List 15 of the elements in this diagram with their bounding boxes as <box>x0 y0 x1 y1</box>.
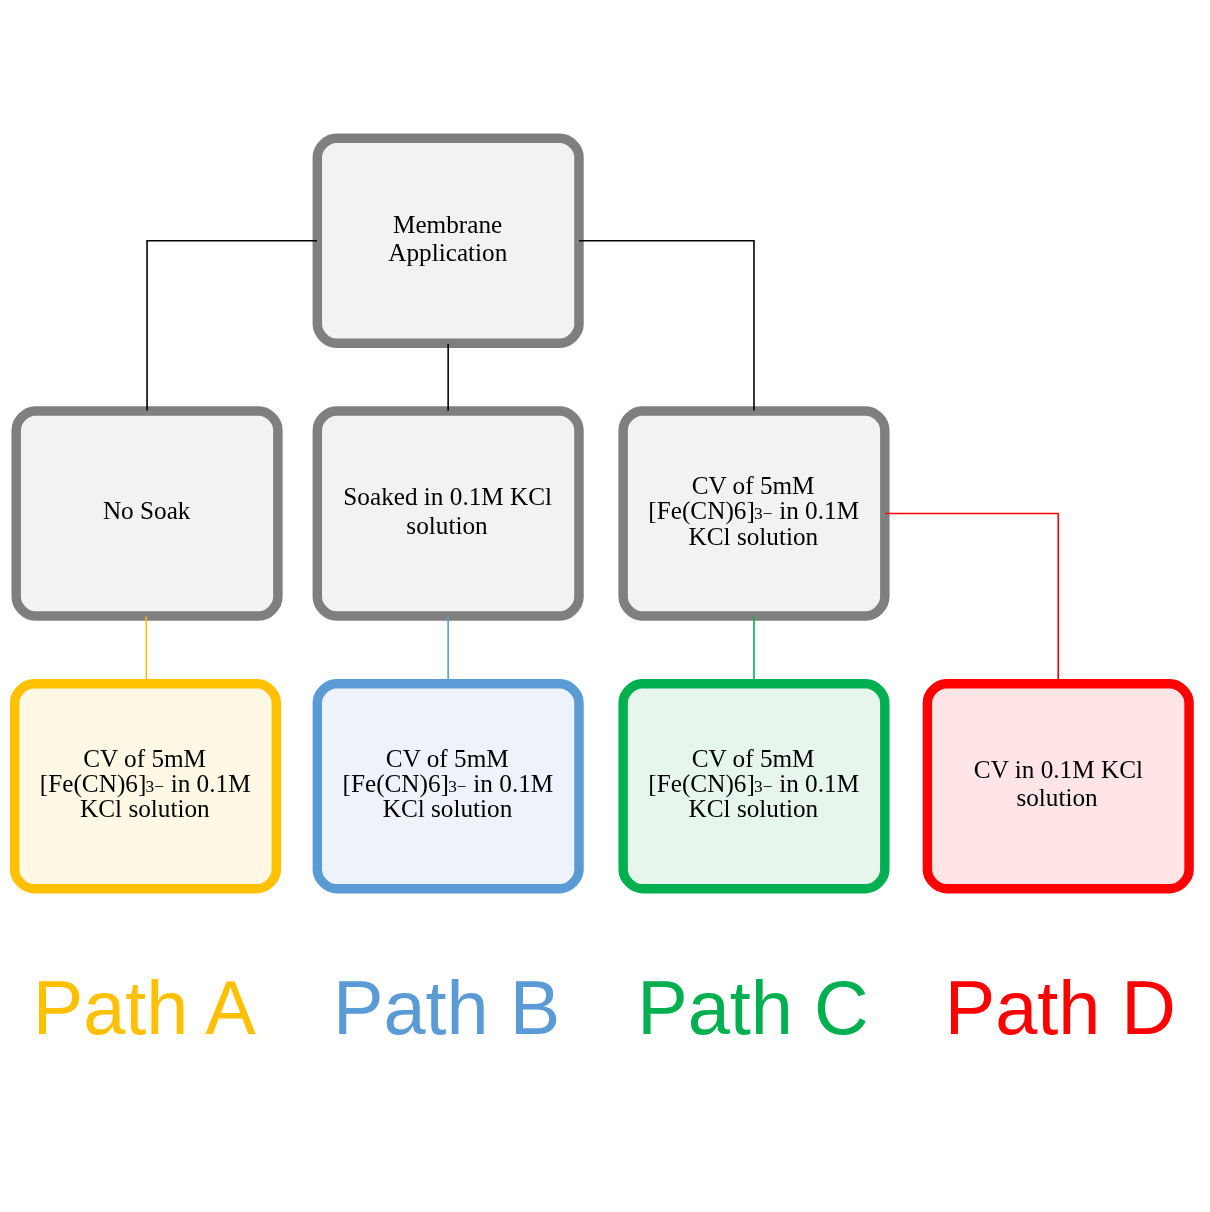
node-box: CV of 5mM [Fe(CN)6]3− in 0.1M KCl solution <box>618 405 890 621</box>
connector <box>447 342 449 411</box>
node-box: CV of 5mM [Fe(CN)6]3− in 0.1M KCl solution <box>9 678 282 893</box>
label: Path D <box>944 965 1177 1050</box>
connector <box>146 239 318 411</box>
node-box: CV in 0.1M KCl solution <box>922 678 1194 893</box>
node-box: CV of 5mM [Fe(CN)6]3− in 0.1M KCl solution <box>618 678 890 893</box>
label: Path B <box>333 965 561 1050</box>
label: Path A <box>32 965 256 1050</box>
node-box: CV of 5mM [Fe(CN)6]3− in 0.1M KCl solution <box>312 678 584 893</box>
node-box: No Soak <box>11 405 283 621</box>
connector <box>578 239 755 411</box>
label: Path C <box>637 965 869 1050</box>
node-box: Soaked in 0.1M KCl solution <box>312 405 584 621</box>
node-box: Membrane Application <box>312 133 584 348</box>
